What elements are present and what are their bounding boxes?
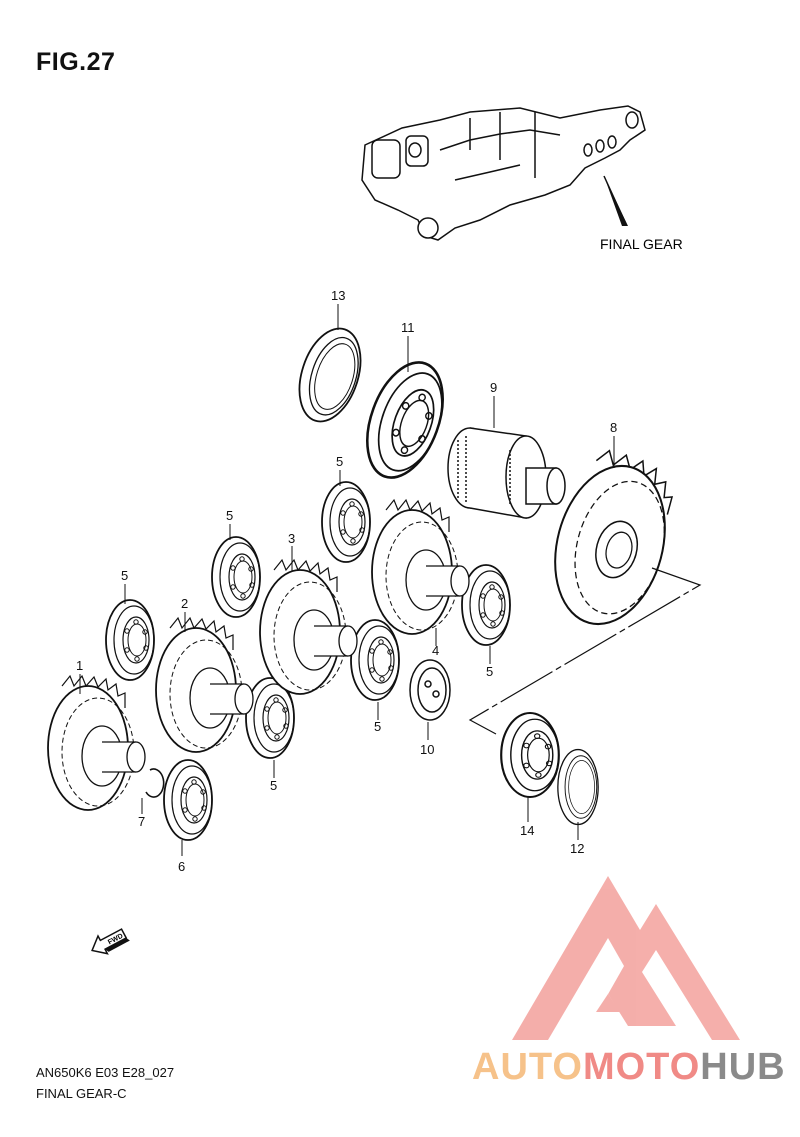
watermark-part-moto: MOTO: [582, 1046, 701, 1088]
bearing-5-a: [321, 481, 371, 563]
label-12: 12: [570, 841, 584, 856]
callout-final-gear-label: FINAL GEAR: [600, 236, 683, 252]
label-5f: 5: [270, 778, 277, 793]
model-code: AN650K6 E03 E28_027: [36, 1065, 175, 1080]
bearing-5-e: [350, 619, 400, 701]
bearing-6: [163, 759, 213, 841]
gear-2: [155, 617, 254, 753]
gear-3: [259, 559, 358, 695]
label-1: 1: [76, 658, 83, 673]
leader-lines: [79, 304, 615, 856]
section-caption: FINAL GEAR-C: [36, 1086, 127, 1101]
label-5d: 5: [486, 664, 493, 679]
shaft-9: [447, 427, 566, 519]
label-4: 4: [432, 643, 439, 658]
watermark-wordmark: AUTOMOTOHUB: [472, 1046, 786, 1089]
label-5e: 5: [374, 719, 381, 734]
label-11: 11: [401, 320, 415, 335]
bearing-14: [500, 711, 560, 799]
watermark-logo: [512, 876, 740, 1040]
label-5a: 5: [336, 454, 343, 469]
gear-8: [554, 449, 674, 626]
label-14: 14: [520, 823, 534, 838]
label-5c: 5: [121, 568, 128, 583]
circlip-7: [145, 768, 165, 798]
oil-seal-12: [557, 748, 599, 826]
label-2: 2: [181, 596, 188, 611]
label-10: 10: [420, 742, 434, 757]
oil-seal-13: [287, 319, 373, 431]
label-8: 8: [610, 420, 617, 435]
label-7: 7: [138, 814, 145, 829]
figure-title: FIG.27: [36, 48, 116, 76]
bearing-5-c: [105, 599, 155, 681]
bearing-11: [351, 350, 459, 490]
final-gear-housing-inset: [361, 105, 646, 241]
gear-1: [47, 675, 146, 811]
washer-10: [409, 659, 451, 721]
label-3: 3: [288, 531, 295, 546]
label-5b: 5: [226, 508, 233, 523]
watermark-part-hub: HUB: [700, 1046, 786, 1088]
fwd-arrow-icon: FWD: [91, 928, 130, 955]
label-6: 6: [178, 859, 185, 874]
bearing-5-b: [211, 536, 261, 618]
label-9: 9: [490, 380, 497, 395]
watermark-part-auto: AUTO: [472, 1046, 583, 1088]
label-13: 13: [331, 288, 345, 303]
gear-4: [371, 499, 470, 635]
